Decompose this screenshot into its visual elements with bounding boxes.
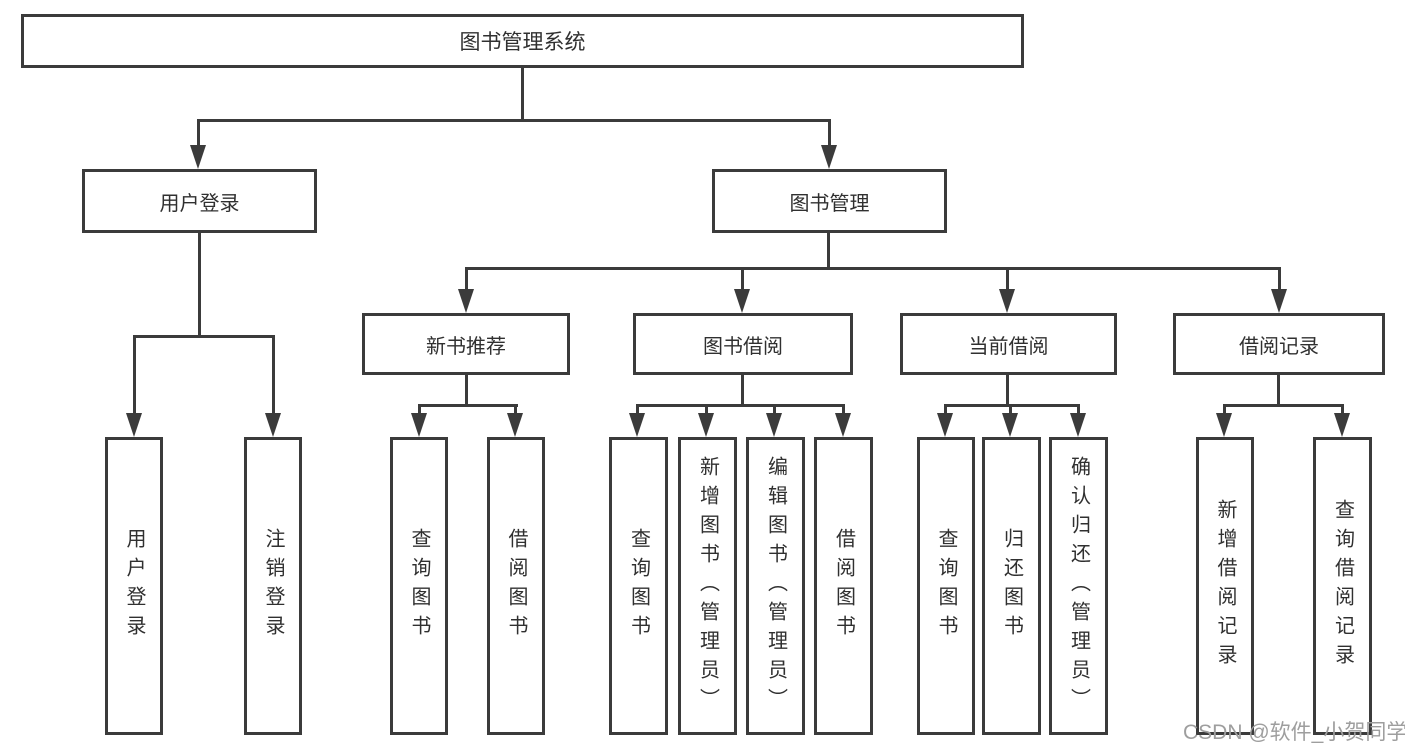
node-label: 新增图书（管理员） — [696, 455, 719, 717]
node-current-borrowing: 当前借阅 — [900, 313, 1117, 375]
arrowhead-icon — [1070, 413, 1086, 437]
node-label: 归还图书 — [1000, 528, 1023, 644]
arrowhead-icon — [1334, 413, 1350, 437]
node-label: 图书管理系统 — [459, 31, 586, 54]
connector-current-borrow-stem — [1006, 373, 1009, 407]
connector-borrow-records-bus — [1223, 404, 1344, 407]
node-label: 查询图书 — [408, 528, 430, 644]
leaf-edit-book-admin: 编辑图书（管理员） — [746, 437, 805, 735]
connector-user-login-bus — [133, 335, 275, 338]
connector-drop-leaf — [1077, 404, 1080, 416]
connector-current-borrow-bus — [944, 404, 1080, 407]
connector-drop-leaf — [705, 404, 708, 416]
arrowhead-icon — [1216, 413, 1232, 437]
arrowhead-icon — [190, 145, 206, 169]
leaf-return-book: 归还图书 — [982, 437, 1041, 735]
node-borrowing-records: 借阅记录 — [1173, 313, 1385, 375]
leaf-logout: 注销登录 — [244, 437, 302, 735]
node-label: 当前借阅 — [968, 335, 1049, 358]
connector-root-stem — [521, 66, 524, 121]
leaf-query-book-recommend: 查询图书 — [390, 437, 448, 735]
node-label: 查询借阅记录 — [1331, 499, 1354, 673]
connector-level2-bus — [197, 119, 831, 122]
arrowhead-icon — [835, 413, 851, 437]
connector-drop-leaf — [1009, 404, 1012, 416]
connector-drop-leaf — [636, 404, 639, 416]
arrowhead-icon — [629, 413, 645, 437]
leaf-add-book-admin: 新增图书（管理员） — [678, 437, 737, 735]
node-label: 新书推荐 — [426, 335, 506, 358]
csdn-watermark: CSDN @软件_小贺同学 — [1183, 721, 1405, 744]
node-label: 图书管理 — [789, 192, 870, 215]
leaf-borrow-book-borrowing: 借阅图书 — [814, 437, 873, 735]
connector-drop-user-login — [197, 119, 200, 147]
arrowhead-icon — [766, 413, 782, 437]
leaf-add-borrow-record: 新增借阅记录 — [1196, 437, 1254, 735]
node-label: 用户登录 — [123, 528, 145, 644]
connector-book-mgmt-stem — [827, 231, 830, 269]
leaf-user-login: 用户登录 — [105, 437, 163, 735]
node-label: 编辑图书（管理员） — [764, 455, 787, 717]
node-new-book-recommend: 新书推荐 — [362, 313, 570, 375]
leaf-query-book-current: 查询图书 — [917, 437, 975, 735]
node-book-borrowing: 图书借阅 — [633, 313, 853, 375]
connector-drop-leaf — [1341, 404, 1344, 416]
connector-new-book-stem — [465, 373, 468, 407]
connector-drop-leaf — [842, 404, 845, 416]
connector-drop-leaf — [418, 404, 421, 416]
arrowhead-icon — [937, 413, 953, 437]
node-label: 查询图书 — [935, 528, 957, 644]
arrowhead-icon — [458, 289, 474, 313]
arrowhead-icon — [507, 413, 523, 437]
node-label: 借阅图书 — [505, 528, 527, 644]
arrowhead-icon — [821, 145, 837, 169]
node-label: 新增借阅记录 — [1214, 499, 1236, 673]
connector-drop-leaf — [514, 404, 517, 416]
arrowhead-icon — [734, 289, 750, 313]
node-book-management: 图书管理 — [712, 169, 947, 233]
arrowhead-icon — [1002, 413, 1018, 437]
connector-drop-book-mgmt — [828, 119, 831, 147]
connector-drop-leaf — [1223, 404, 1226, 416]
node-label: 图书借阅 — [703, 335, 783, 358]
arrowhead-icon — [411, 413, 427, 437]
connector-book-borrow-bus — [636, 404, 845, 407]
leaf-query-borrow-record: 查询借阅记录 — [1313, 437, 1372, 735]
arrowhead-icon — [1271, 289, 1287, 313]
connector-drop-level3 — [1006, 267, 1009, 291]
node-label: 用户登录 — [159, 192, 240, 215]
leaf-query-book-borrowing: 查询图书 — [609, 437, 668, 735]
connector-drop-leaf — [773, 404, 776, 416]
connector-book-borrow-stem — [741, 373, 744, 407]
connector-borrow-records-stem — [1277, 373, 1280, 407]
node-label: 借阅图书 — [832, 528, 855, 644]
connector-user-login-stem — [198, 231, 201, 338]
connector-drop-level3 — [1278, 267, 1281, 291]
connector-drop-leaf — [272, 335, 275, 415]
arrowhead-icon — [126, 413, 142, 437]
connector-new-book-bus — [418, 404, 518, 407]
connector-drop-level3 — [741, 267, 744, 291]
connector-drop-leaf — [944, 404, 947, 416]
connector-drop-leaf — [133, 335, 136, 415]
node-root-library-system: 图书管理系统 — [21, 14, 1024, 68]
connector-level3-bus — [465, 267, 1281, 270]
node-label: 注销登录 — [262, 528, 284, 644]
node-label: 查询图书 — [627, 528, 650, 644]
arrowhead-icon — [698, 413, 714, 437]
connector-drop-level3 — [465, 267, 468, 291]
arrowhead-icon — [999, 289, 1015, 313]
leaf-borrow-book-recommend: 借阅图书 — [487, 437, 545, 735]
arrowhead-icon — [265, 413, 281, 437]
node-user-login: 用户登录 — [82, 169, 317, 233]
node-label: 借阅记录 — [1239, 335, 1319, 358]
node-label: 确认归还（管理员） — [1067, 455, 1090, 717]
leaf-confirm-return-admin: 确认归还（管理员） — [1049, 437, 1108, 735]
